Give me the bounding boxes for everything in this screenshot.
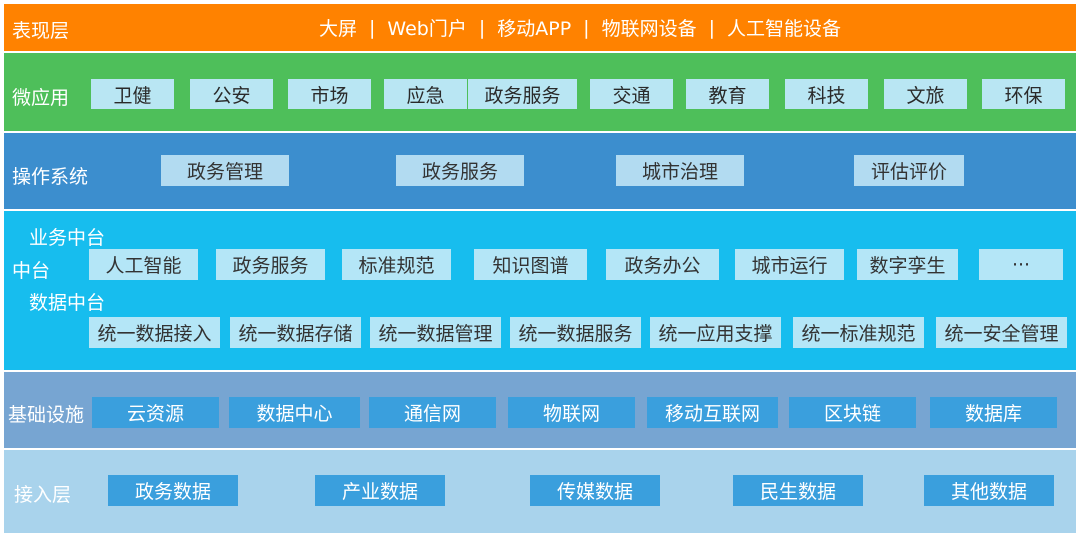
business-platform-box: 人工智能 [89,249,198,280]
data-platform-box: 统一标准规范 [793,317,924,348]
business-platform-box: 数字孪生 [857,249,958,280]
middle-platform-label: 中台 [12,260,51,282]
infrastructure-box: 移动互联网 [647,397,778,428]
micro-app-box: 科技 [785,79,868,109]
micro-app-box: 卫健 [91,79,174,109]
access-box: 政务数据 [108,475,238,506]
infrastructure-box: 区块链 [789,397,916,428]
presentation-layer: 表现层 大屏 | Web门户 | 移动APP | 物联网设备 | 人工智能设备 [4,4,1076,51]
data-platform-label: 数据中台 [29,292,106,314]
business-platform-box: 城市运行 [735,249,844,280]
presentation-item: 大屏 [318,18,357,40]
os-box: 政务服务 [396,155,524,186]
data-platform-box: 统一数据存储 [230,317,361,348]
micro-app-box: 公安 [190,79,273,109]
business-platform-label: 业务中台 [29,227,106,249]
data-platform-box: 统一应用支撑 [650,317,781,348]
infrastructure-layer: 基础设施 云资源 数据中心 通信网 物联网 移动互联网 区块链 数据库 [4,372,1076,448]
access-box: 产业数据 [315,475,445,506]
presentation-layer-label: 表现层 [12,20,70,42]
presentation-items: 大屏 | Web门户 | 移动APP | 物联网设备 | 人工智能设备 [4,4,1076,51]
business-platform-box: 标准规范 [342,249,451,280]
micro-app-box: 政务服务 [468,79,577,109]
micro-app-layer-label: 微应用 [12,87,70,109]
infrastructure-layer-label: 基础设施 [8,404,85,426]
micro-app-box: 交通 [590,79,673,109]
business-platform-box: ··· [979,249,1063,280]
data-platform-box: 统一数据管理 [370,317,501,348]
infrastructure-box: 通信网 [369,397,496,428]
access-layer: 接入层 政务数据 产业数据 传媒数据 民生数据 其他数据 [4,450,1076,533]
access-box: 传媒数据 [530,475,660,506]
separator: | [478,16,486,39]
data-platform-box: 统一数据服务 [510,317,641,348]
micro-app-box: 文旅 [884,79,967,109]
os-box: 城市治理 [616,155,744,186]
micro-app-box: 市场 [288,79,371,109]
infrastructure-box: 云资源 [92,397,219,428]
os-box: 政务管理 [161,155,289,186]
business-platform-box: 政务办公 [606,249,719,280]
data-platform-box: 统一安全管理 [936,317,1067,348]
presentation-item: 物联网设备 [601,18,697,40]
operating-system-layer: 操作系统 政务管理 政务服务 城市治理 评估评价 [4,133,1076,209]
micro-app-layer: 微应用 卫健 公安 市场 应急 政务服务 交通 教育 科技 文旅 环保 [4,53,1076,131]
micro-app-box: 应急 [384,79,467,109]
micro-app-box: 环保 [982,79,1065,109]
separator: | [708,16,715,39]
business-platform-box: 知识图谱 [474,249,587,280]
presentation-item: Web门户 [387,18,467,40]
data-platform-box: 统一数据接入 [89,317,220,348]
access-layer-label: 接入层 [14,484,72,506]
presentation-item: 人工智能设备 [727,18,842,40]
access-box: 民生数据 [733,475,863,506]
middle-platform-layer: 中台 业务中台 数据中台 人工智能 政务服务 标准规范 知识图谱 政务办公 城市… [4,211,1076,370]
operating-system-layer-label: 操作系统 [12,166,89,188]
infrastructure-box: 数据库 [930,397,1057,428]
presentation-item: 移动APP [497,18,572,40]
os-box: 评估评价 [854,155,964,186]
infrastructure-box: 数据中心 [229,397,360,428]
micro-app-box: 教育 [686,79,769,109]
separator: | [583,16,590,39]
separator: | [369,16,376,39]
access-box: 其他数据 [924,475,1054,506]
infrastructure-box: 物联网 [508,397,635,428]
business-platform-box: 政务服务 [216,249,325,280]
